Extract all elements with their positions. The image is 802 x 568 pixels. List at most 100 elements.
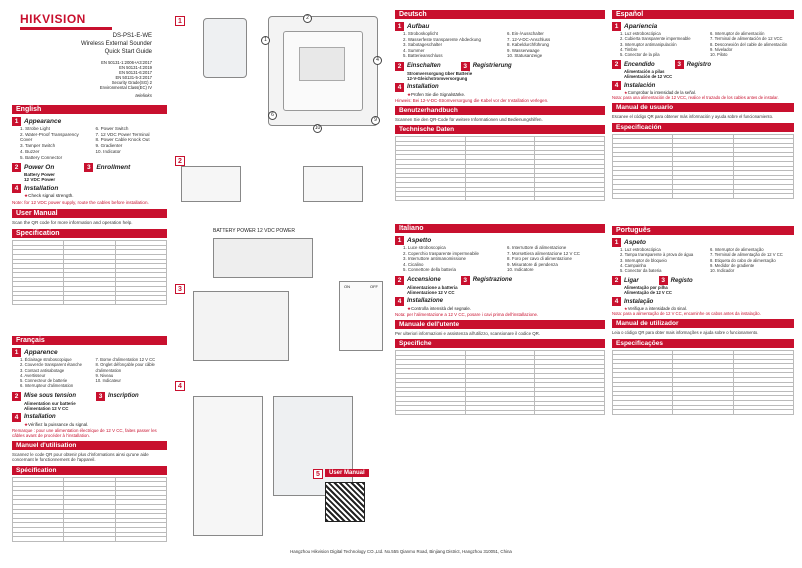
callout-9: 9 bbox=[371, 116, 380, 125]
appearance-item: 2. Couvercle transparent étanche bbox=[20, 362, 82, 368]
section-header-deutsch: Deutsch bbox=[395, 10, 605, 19]
user-manual-header-english: User Manual bbox=[12, 209, 167, 219]
appearance-item: 5. Connecteur de batterie bbox=[20, 378, 68, 383]
appearance-item: 10. Indicatore bbox=[507, 267, 534, 272]
power-on-step-b bbox=[303, 166, 363, 202]
appearance-item: 2. Coperchio trasparente impermeabile bbox=[403, 250, 479, 256]
specification-table-english bbox=[11, 240, 168, 306]
section-header-portugues: Português bbox=[612, 226, 794, 235]
section-header-english: English bbox=[12, 105, 167, 114]
appearance-item: 10. Indicateur bbox=[95, 378, 121, 383]
device-cover-diagram bbox=[203, 18, 247, 78]
appearance-item: 1. Strobe Light bbox=[20, 126, 50, 131]
appearance-item: 5. Connettore della batteria bbox=[403, 267, 456, 272]
brand-logo: HIKVISION bbox=[20, 12, 112, 30]
appearance-item: 1. Stroboskoplicht bbox=[403, 31, 438, 36]
battery-terminal-diagram bbox=[213, 238, 313, 278]
battery-power-label: Battery Power bbox=[24, 172, 55, 178]
specification-table-es bbox=[611, 133, 795, 199]
appearance-item: 3. Contact antisabotage bbox=[20, 367, 65, 373]
scan-qr-text-de: Scannen Sie den QR-Code für weitere Info… bbox=[395, 116, 543, 122]
specification-table-it bbox=[395, 350, 605, 416]
appearance-item: 10. Indicator bbox=[95, 148, 121, 154]
portugues-note: Nota: para a alimentação de 12 V CC, enc… bbox=[612, 311, 761, 317]
appearance-item: 6. Power Switch bbox=[95, 126, 129, 131]
enrollment-diagram bbox=[193, 291, 289, 361]
user-manual-header-it: Manuale dell'utente bbox=[395, 319, 605, 329]
appearance-item: 4. Avertisseur bbox=[20, 372, 46, 378]
table-cell bbox=[611, 193, 674, 199]
callout-6: 6 bbox=[268, 111, 277, 120]
star-icon: ★ bbox=[24, 421, 28, 427]
appearance-item: 9. Nivelador bbox=[710, 46, 733, 52]
appearance-item: 9. Gradienter bbox=[95, 143, 123, 149]
scan-qr-text-fr: Scannez le code QR pour obtenir plus d'i… bbox=[12, 451, 149, 463]
table-row bbox=[611, 409, 795, 415]
appearance-item: 3. Tamper Switch bbox=[20, 143, 56, 149]
power-on-step-a bbox=[181, 166, 241, 202]
user-manual-header-pt: Manual de utilizador bbox=[612, 319, 794, 329]
specification-table-pt bbox=[611, 349, 795, 415]
specification-table-fr bbox=[11, 476, 168, 542]
title-block: DS-PS1-E-WE Wireless External Sounder Qu… bbox=[12, 32, 152, 98]
user-manual-qr-marker: 5 bbox=[313, 469, 323, 479]
step-number-4: 4 bbox=[175, 381, 185, 391]
table-cell bbox=[464, 195, 536, 202]
step-number-3: 3 bbox=[175, 284, 185, 294]
table-cell bbox=[464, 409, 536, 416]
table-cell bbox=[11, 536, 65, 542]
table-cell bbox=[732, 193, 795, 199]
appearance-item: 7. Morsettiera alimentazione 12 V CC bbox=[507, 250, 580, 256]
user-manual-header-fr: Manuel d'utilisation bbox=[12, 440, 167, 450]
appearance-item: 6. Interruttore di alimentazione bbox=[507, 245, 567, 250]
appearance-item: 8. Onglet défonçable pour câble d'alimen… bbox=[95, 362, 155, 373]
step-number-1: 1 bbox=[175, 16, 185, 26]
battery-power-label-fr: Alimentation sur batterie bbox=[24, 400, 76, 406]
appearance-item: 8. Desconexión del cable de alimentación bbox=[710, 41, 788, 47]
appearance-item: 4. Cicalino bbox=[403, 261, 424, 267]
table-cell bbox=[114, 536, 168, 542]
star-icon: ★ bbox=[624, 306, 628, 312]
table-cell bbox=[732, 409, 795, 415]
dc-power-label-es: Alimentación de 12 VCC bbox=[624, 74, 673, 80]
appearance-item: 9. Medidor de gradiente bbox=[710, 262, 755, 268]
table-row bbox=[11, 536, 168, 542]
table-row bbox=[395, 195, 605, 202]
table-row bbox=[395, 409, 605, 416]
table-cell bbox=[672, 409, 734, 415]
espanol-note: Nota: para una alimentación de 12 VCC, r… bbox=[612, 95, 779, 101]
standard-line: EN 50131-5-3:2017 bbox=[115, 75, 152, 80]
table-cell bbox=[11, 299, 65, 306]
specification-header-fr: Spécification bbox=[12, 465, 167, 475]
table-cell bbox=[672, 193, 734, 199]
appearance-item: 3. Sabotageschalter bbox=[403, 42, 443, 47]
table-cell bbox=[534, 409, 605, 416]
table-cell bbox=[395, 409, 466, 416]
appearance-item: 7. Terminal de alimentação de 12 V CC bbox=[710, 252, 783, 258]
appearance-item: 5. Battery Connector bbox=[20, 154, 63, 160]
dc-power-label-fr: Alimentation 12 V CC bbox=[24, 405, 69, 411]
scan-qr-text-it: Per ulteriori informazioni e assistenza … bbox=[395, 330, 541, 336]
appearance-item: 1. Luz estroboscópica bbox=[620, 247, 661, 252]
section-header-italiano: Italiano bbox=[395, 224, 605, 233]
table-cell bbox=[63, 299, 116, 306]
